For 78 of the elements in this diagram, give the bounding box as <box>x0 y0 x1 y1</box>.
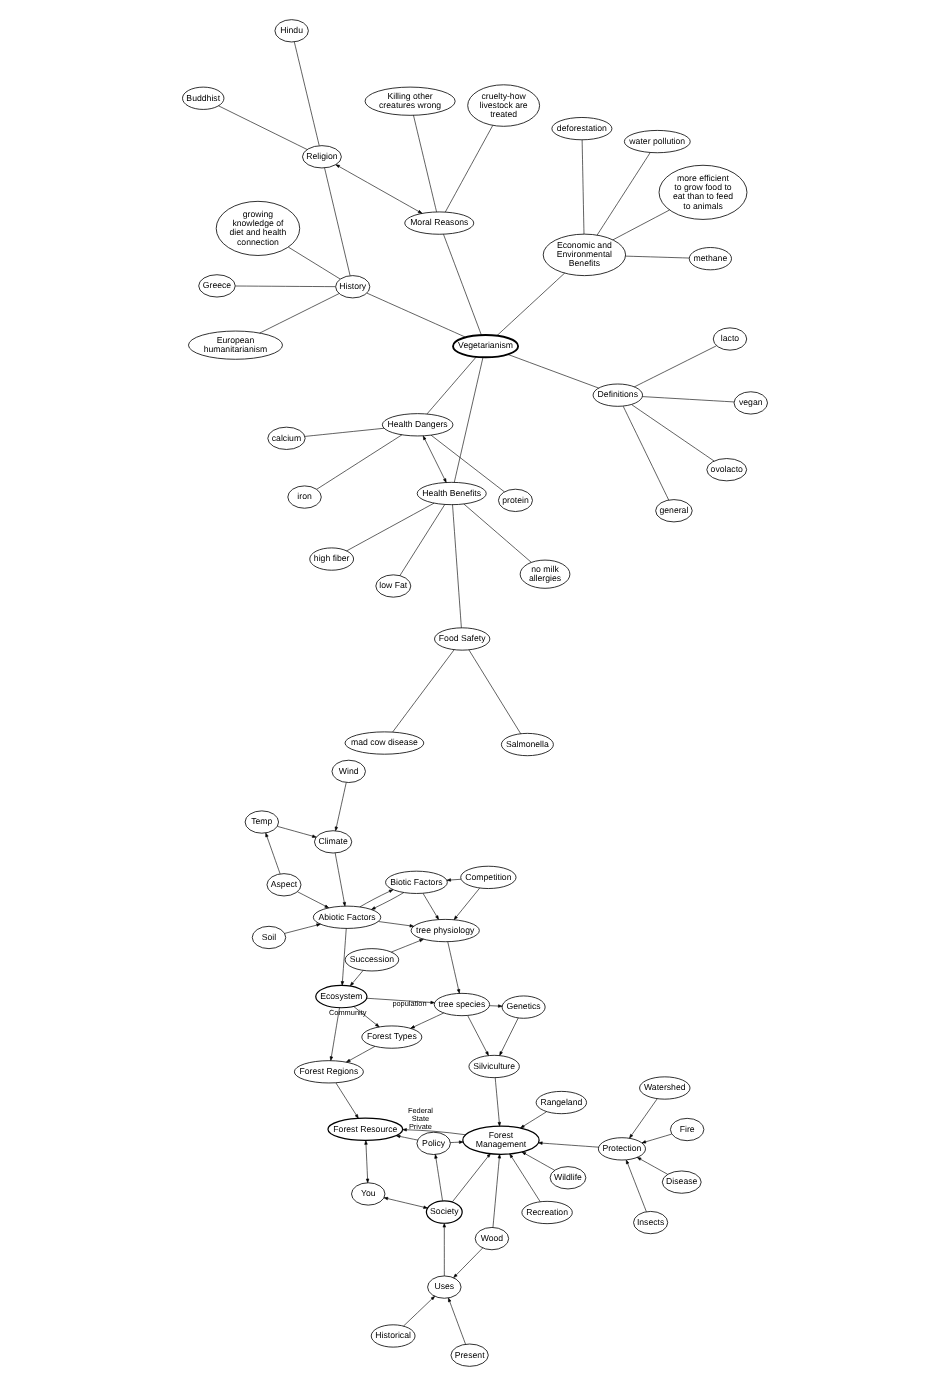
connector <box>293 41 319 146</box>
connector <box>442 234 481 336</box>
arrow <box>328 1007 339 1061</box>
connector <box>315 434 402 490</box>
arrow <box>377 921 413 928</box>
arrow <box>446 941 460 994</box>
connector <box>633 345 716 388</box>
connector <box>506 354 598 389</box>
connector <box>287 246 340 280</box>
connector <box>391 649 454 733</box>
connector <box>234 285 335 287</box>
connector <box>365 292 465 338</box>
arrow <box>409 1012 443 1029</box>
arrow <box>401 1128 466 1136</box>
connector <box>425 356 476 415</box>
connector <box>641 396 734 403</box>
arrow <box>640 1133 671 1144</box>
arrow <box>394 1134 417 1141</box>
arrow <box>352 1006 379 1028</box>
arrow <box>339 928 346 986</box>
arrow <box>333 782 346 832</box>
connector <box>611 209 669 241</box>
arrow <box>537 1141 598 1148</box>
arrow <box>498 1017 518 1056</box>
arrow <box>493 1077 500 1127</box>
connector <box>345 502 434 552</box>
arrow <box>508 1153 540 1202</box>
arrow <box>283 923 320 934</box>
connector <box>303 427 384 437</box>
arrow <box>296 891 328 909</box>
connector <box>462 503 531 563</box>
arrow <box>358 889 393 908</box>
connector <box>398 504 445 576</box>
arrow <box>421 435 446 483</box>
arrow <box>635 1157 667 1175</box>
connector <box>258 293 339 334</box>
arrow <box>390 938 423 953</box>
arrow <box>365 997 434 1005</box>
arrow <box>334 164 422 214</box>
arrow <box>370 892 404 910</box>
connector <box>495 272 564 336</box>
connector <box>444 125 493 213</box>
arrow <box>264 832 280 875</box>
arrow <box>276 826 316 838</box>
connector <box>429 434 504 493</box>
arrow <box>519 1111 546 1129</box>
arrow <box>624 1159 646 1212</box>
connector <box>453 357 483 483</box>
arrow <box>333 852 345 907</box>
arrow <box>382 1197 427 1209</box>
arrow <box>345 1046 375 1063</box>
arrow <box>447 1297 465 1345</box>
arrow <box>520 1151 554 1171</box>
arrow <box>491 1154 500 1228</box>
arrow <box>334 1082 358 1119</box>
arrow <box>421 892 438 920</box>
arrow <box>348 970 363 987</box>
connector <box>624 255 689 259</box>
connector <box>467 649 520 734</box>
connector <box>412 114 436 213</box>
arrow <box>441 1223 445 1277</box>
connector <box>630 404 714 462</box>
connector <box>323 167 350 276</box>
arrow <box>445 878 461 882</box>
arrow <box>363 1140 369 1183</box>
arrow <box>628 1098 657 1139</box>
connector <box>595 152 650 236</box>
arrow <box>488 1004 502 1008</box>
arrow <box>452 1247 483 1278</box>
arrow <box>452 887 479 920</box>
connector <box>451 504 461 629</box>
arrow <box>402 1296 434 1327</box>
arrow <box>449 1140 463 1144</box>
arrow <box>466 1015 488 1056</box>
connector <box>621 405 669 501</box>
arrow <box>451 1153 490 1203</box>
arrow <box>433 1154 442 1202</box>
connector <box>217 105 307 150</box>
